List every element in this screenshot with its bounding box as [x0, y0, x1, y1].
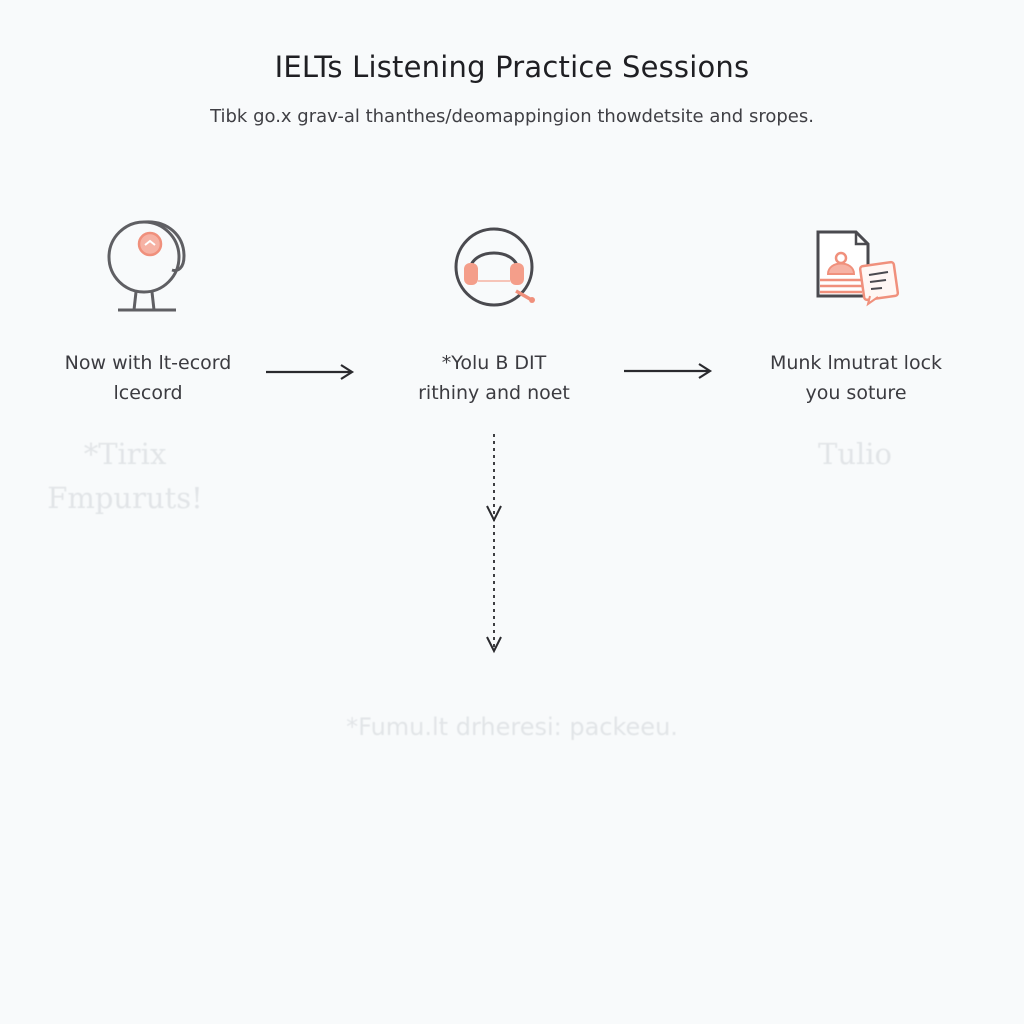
- diagram-subtitle: Tibk go.x grav-al thanthes/deomappingion…: [210, 106, 814, 127]
- step-3-label-line-2: you soture: [805, 382, 907, 404]
- faded-note-left-line-2: Fmpuruts!: [47, 481, 203, 515]
- arrow-step1-to-step2: [266, 364, 355, 380]
- step-2-label-line-2: rithiny and noet: [418, 382, 570, 404]
- step-1-label: Now with lt-ecord lcecord: [18, 348, 278, 408]
- step-2-label: *Yolu B DIT rithiny and noet: [364, 348, 624, 408]
- faded-note-left-line-1: *Tirix: [83, 437, 167, 471]
- step-3-label-line-1: Munk lmutrat lock: [769, 352, 943, 374]
- step-2-label-line-1: *Yolu B DIT: [441, 352, 547, 374]
- arrow-step2-down-dotted: [486, 434, 502, 654]
- faded-note-left: *Tirix Fmpuruts!: [40, 432, 210, 520]
- headphones-icon: [454, 227, 535, 307]
- diagram-title: IELTs Listening Practice Sessions: [274, 50, 750, 84]
- step-3-label: Munk lmutrat lock you soture: [726, 348, 986, 408]
- document-notes-icon: [816, 230, 900, 307]
- person-headset-icon: [107, 220, 186, 312]
- faded-note-right: Tulio: [817, 437, 893, 471]
- step-1-label-line-1: Now with lt-ecord: [64, 352, 232, 374]
- arrow-step2-to-step3: [624, 363, 713, 379]
- faded-note-bottom: *Fumu.lt drheresi: packeeu.: [346, 713, 678, 741]
- step-1-label-line-2: lcecord: [113, 382, 183, 404]
